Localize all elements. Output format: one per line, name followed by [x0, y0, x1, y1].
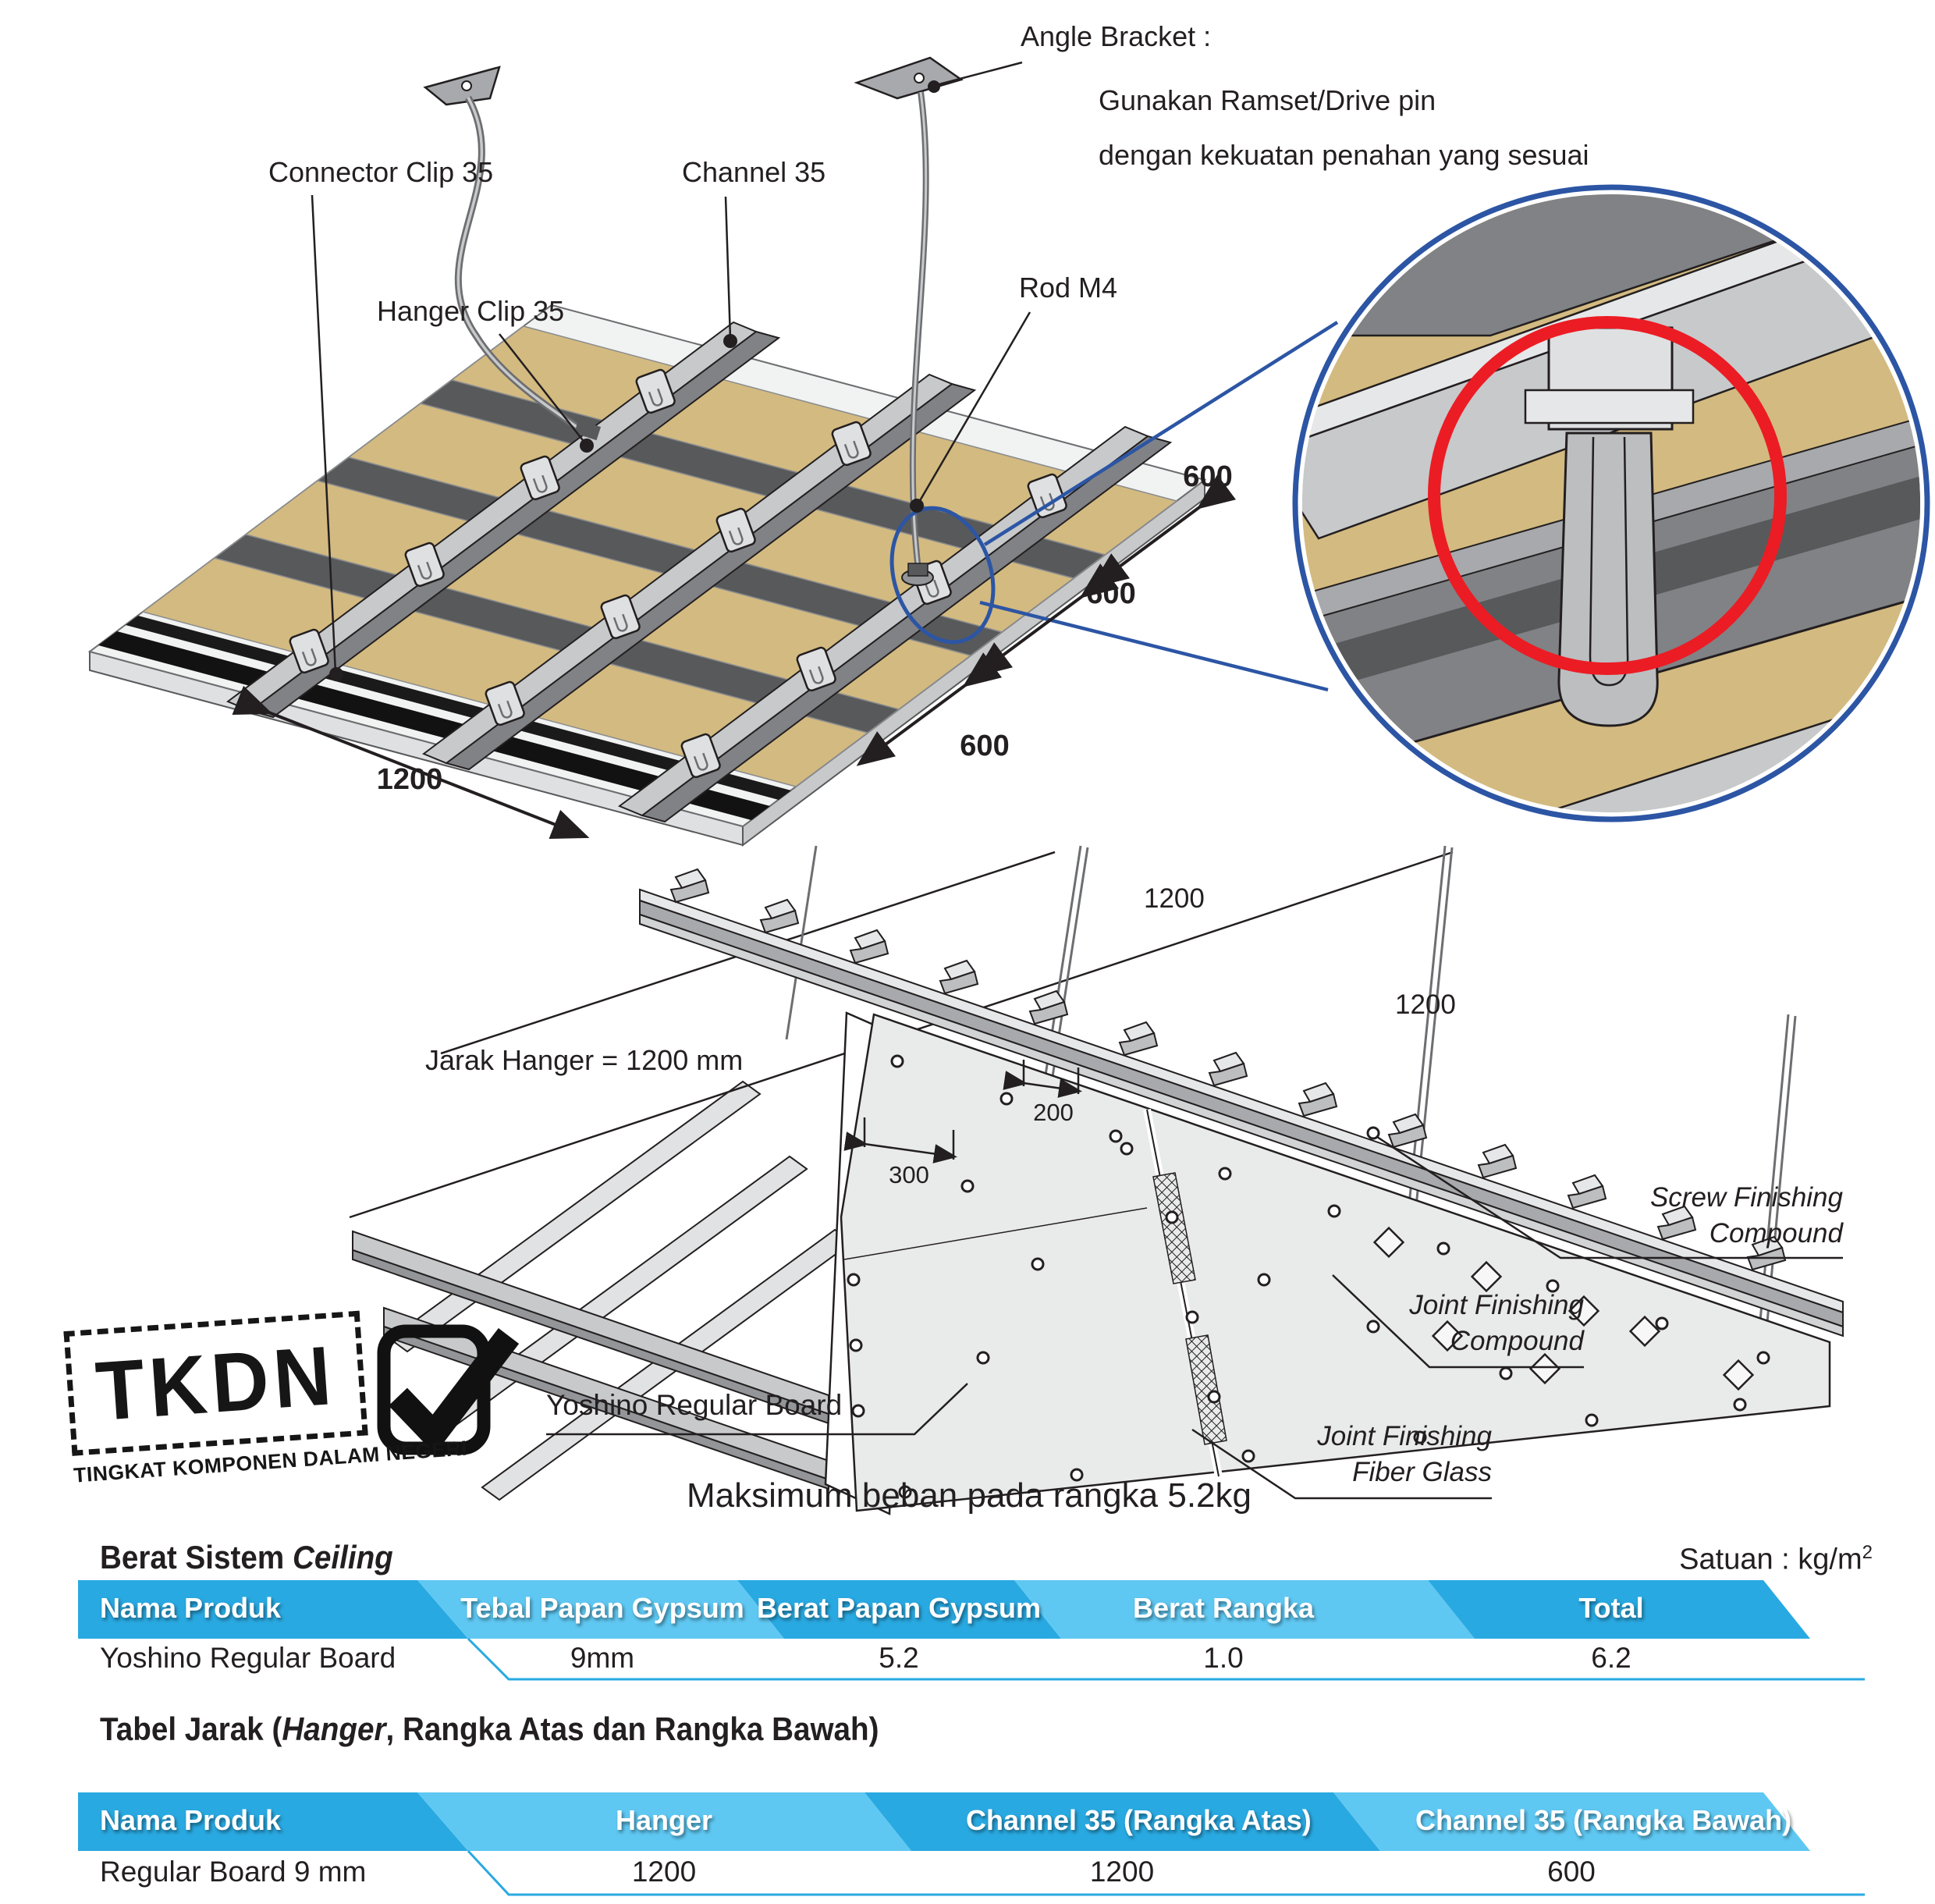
wt-row-tebal: 9mm: [570, 1642, 635, 1674]
top-frame-diagram: [87, 56, 1339, 847]
weight-table-title-prefix: Berat Sistem: [100, 1539, 293, 1575]
unit-label-sup: 2: [1862, 1542, 1873, 1563]
joint-compound-line1: Joint Finishing: [1409, 1290, 1584, 1320]
weight-table-banner: [78, 1580, 1865, 1681]
spacing-table-title-suffix: , Rangka Atas dan Rangka Bawah): [385, 1710, 879, 1747]
dim-1200-panel-a: 1200: [1144, 883, 1205, 914]
st-header-nama-produk: Nama Produk: [100, 1804, 282, 1836]
hanger-clip-label: Hanger Clip 35: [377, 295, 565, 327]
spacing-table-title-italic: Hanger: [282, 1710, 386, 1747]
jarak-hanger-label: Jarak Hanger = 1200 mm: [425, 1044, 744, 1076]
screw-finishing-label: Screw Finishing Compound: [1609, 1180, 1843, 1252]
unit-label-text: Satuan : kg/m: [1679, 1543, 1862, 1576]
wt-header-berat-papan: Berat Papan Gypsum: [756, 1592, 1042, 1624]
leader-lines: [311, 61, 1031, 673]
dim-1200: 1200: [376, 763, 443, 796]
board-label: Yoshino Regular Board: [546, 1389, 843, 1421]
dim-600-mid: 600: [1086, 577, 1136, 610]
joint-compound-label: Joint Finishing Compound: [1350, 1288, 1584, 1359]
dim-600-top: 600: [1183, 460, 1233, 493]
st-row-channel-bawah: 600: [1547, 1856, 1596, 1888]
spacing-table-title-prefix: Tabel Jarak (: [100, 1710, 282, 1747]
rod-m4-label: Rod M4: [1019, 272, 1118, 304]
dim-300: 300: [889, 1161, 929, 1188]
joint-fiber-line2: Fiber Glass: [1352, 1457, 1492, 1487]
st-row-channel-atas: 1200: [1089, 1856, 1155, 1888]
spacing-table-title: Tabel Jarak (Hanger, Rangka Atas dan Ran…: [100, 1710, 879, 1748]
wt-header-tebal: Tebal Papan Gypsum: [460, 1592, 744, 1624]
wt-row-product: Yoshino Regular Board: [100, 1642, 396, 1674]
hanger-wire: [423, 66, 602, 441]
connector-clip-label: Connector Clip 35: [268, 156, 494, 188]
joint-fiber-line1: Joint Finishing: [1317, 1421, 1492, 1451]
st-header-channel-bawah: Channel 35 (Rangka Bawah): [1415, 1804, 1792, 1836]
checkmark-icon: [377, 1324, 520, 1455]
weight-table-title: Berat Sistem Ceiling: [100, 1539, 393, 1576]
st-row-hanger: 1200: [631, 1856, 697, 1888]
tkdn-stamp-text: TKDN: [93, 1327, 339, 1438]
red-highlight-circle: [1428, 316, 1787, 675]
tkdn-stamp: TKDN TINGKAT KOMPONEN DALAM NEGERI: [63, 1309, 468, 1487]
wt-header-berat-rangka: Berat Rangka: [1132, 1592, 1315, 1624]
spacing-table-banner: [78, 1792, 1865, 1896]
wt-row-total: 6.2: [1591, 1642, 1631, 1674]
channel-35-label: Channel 35: [682, 156, 826, 188]
finishing-leaders: [546, 1126, 1843, 1500]
dim-1200-panel-b: 1200: [1395, 989, 1456, 1020]
gypsum-board-surface: [840, 1013, 1831, 1512]
unit-label: Satuan : kg/m2: [1521, 1542, 1873, 1577]
rod-m4-assembly: [854, 56, 964, 586]
max-load-note: Maksimum beban pada rangka 5.2kg: [687, 1476, 1252, 1515]
dimension-arrows: [232, 474, 1237, 840]
wt-header-total: Total: [1578, 1592, 1644, 1624]
dim-600-bottom: 600: [960, 730, 1010, 762]
angle-bracket-note-1: Gunakan Ramset/Drive pin: [1099, 84, 1436, 116]
st-header-channel-atas: Channel 35 (Rangka Atas): [966, 1804, 1312, 1836]
st-header-hanger: Hanger: [615, 1804, 713, 1836]
screw-finishing-line2: Compound: [1709, 1218, 1843, 1249]
joint-compound-line2: Compound: [1450, 1326, 1584, 1356]
screw-finishing-line1: Screw Finishing: [1649, 1182, 1843, 1213]
installation-diagram: [349, 845, 1844, 1515]
wt-header-nama-produk: Nama Produk: [100, 1592, 282, 1624]
angle-bracket-note-2: dengan kekuatan penahan yang sesuai: [1099, 139, 1589, 171]
tkdn-stamp-box: TKDN: [63, 1310, 368, 1456]
st-row-product: Regular Board 9 mm: [100, 1856, 367, 1888]
wt-row-berat-papan: 5.2: [879, 1642, 919, 1674]
joint-fiber-label: Joint Finishing Fiber Glass: [1258, 1419, 1492, 1490]
wt-row-berat-rangka: 1.0: [1203, 1642, 1244, 1674]
detail-inset: [1292, 184, 1930, 822]
weight-table-title-italic: Ceiling: [292, 1539, 393, 1575]
angle-bracket-label: Angle Bracket :: [1021, 20, 1212, 52]
dim-200: 200: [1033, 1099, 1074, 1126]
top-channel-assembly: [639, 869, 1844, 1337]
